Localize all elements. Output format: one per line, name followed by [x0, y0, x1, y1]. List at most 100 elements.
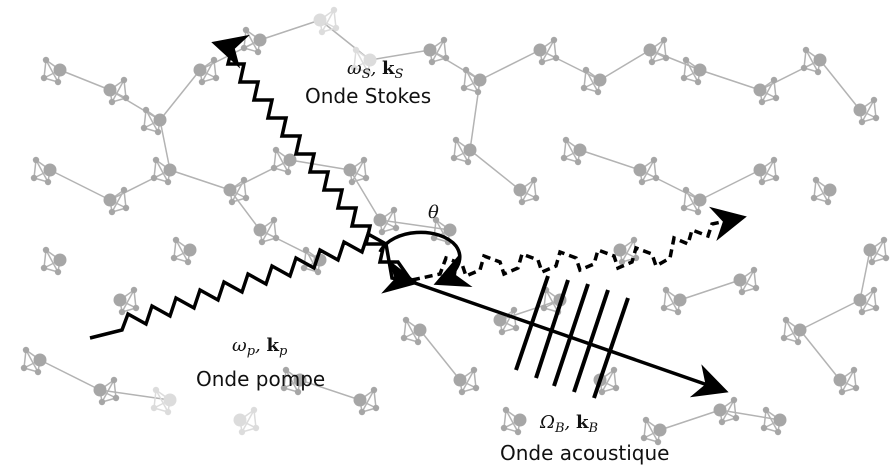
lattice-atom [22, 346, 30, 354]
lattice-atom [54, 268, 62, 276]
lattice-atom [362, 174, 370, 182]
lattice-bond [169, 169, 231, 191]
lattice-bond [859, 249, 871, 301]
lattice-atom [280, 384, 288, 392]
lattice-atom [122, 94, 130, 102]
lattice-bond [815, 179, 829, 203]
lattice-atom [103, 193, 117, 207]
lattice-atom [40, 74, 48, 82]
lattice-atom [750, 266, 758, 274]
lattice-bond [155, 389, 169, 413]
lattice-atom [242, 26, 250, 34]
acoustic-label: Onde acoustique [500, 441, 669, 465]
stokes-label: Onde Stokes [305, 84, 431, 108]
lattice-atom [452, 136, 460, 144]
lattice-atom [238, 428, 246, 436]
lattice-atom [640, 434, 648, 442]
lattice-atom [733, 273, 747, 287]
lattice-atom [360, 156, 368, 164]
lattice-atom [413, 323, 427, 337]
lattice-atom [463, 143, 477, 157]
lattice-atom [32, 156, 40, 164]
lattice-atom [108, 98, 116, 106]
lattice-bond [861, 289, 875, 313]
lattice-atom [513, 413, 527, 427]
lattice-atom [183, 243, 197, 257]
lattice-atom [193, 63, 207, 77]
lattice-atom [430, 234, 438, 242]
acoustic-symbol: ΩB, kB [539, 412, 598, 436]
lattice-atom [824, 198, 832, 206]
lattice-atom [423, 43, 437, 57]
lattice-bond [349, 169, 381, 221]
lattice-atom [552, 54, 560, 62]
lattice-bond [35, 159, 49, 183]
lattice-atom [770, 76, 778, 84]
lattice-atom [560, 154, 568, 162]
lattice-bond [45, 249, 59, 273]
lattice-atom [152, 386, 160, 394]
lattice-atom [738, 288, 746, 296]
lattice-bond [501, 309, 515, 333]
lattice-atom [464, 158, 472, 166]
lattice-atom [648, 58, 656, 66]
lattice-bond [101, 379, 115, 403]
lattice-bond [621, 239, 635, 263]
lattice-bond [541, 39, 555, 63]
lattice-bond [355, 49, 369, 73]
lattice-bond [545, 289, 559, 313]
lattice-atom [682, 56, 690, 64]
lattice-atom [813, 53, 827, 67]
lattice-atom [318, 28, 326, 36]
lattice-atom [774, 428, 782, 436]
lattice-atom [598, 388, 606, 396]
lattice-bond [579, 149, 641, 171]
lattice-bond [601, 369, 615, 393]
lattice-atom [782, 316, 790, 324]
lattice-atom [593, 73, 607, 87]
lattice-atom [370, 386, 378, 394]
lattice-atom [252, 424, 260, 432]
lattice-atom [300, 264, 308, 272]
lattice-atom [330, 6, 338, 14]
lattice-atom [772, 94, 780, 102]
lattice-atom [694, 208, 702, 216]
lattice-atom [650, 156, 658, 164]
lattice-atom [163, 393, 177, 407]
lattice-atom [654, 438, 662, 446]
pump-symbol: ωp, kp [232, 335, 288, 359]
lattice-atom [833, 373, 847, 387]
lattice-atom [530, 176, 538, 184]
lattice-bond [861, 99, 875, 123]
lattice-bond [761, 79, 775, 103]
lattice-atom [612, 384, 620, 392]
lattice-atom [353, 393, 367, 407]
lattice-atom [660, 36, 668, 44]
lattice-atom [44, 178, 52, 186]
lattice-bond [175, 239, 189, 263]
lattice-atom [870, 96, 878, 104]
lattice-atom [540, 304, 548, 312]
lattice-atom [810, 194, 818, 202]
lattice-atom [772, 174, 780, 182]
lattice-atom [110, 376, 118, 384]
lattice-atom [270, 216, 278, 224]
lattice-atom [428, 58, 436, 66]
lattice-atom [580, 84, 588, 92]
lattice-atom [780, 334, 788, 342]
lattice-bond [765, 409, 779, 433]
lattice-atom [130, 286, 138, 294]
lattice-atom [773, 413, 787, 427]
lattice-bond [245, 29, 259, 53]
lattice-atom [674, 308, 682, 316]
lattice-atom [284, 168, 292, 176]
lattice-atom [242, 194, 250, 202]
lattice-atom [373, 213, 387, 227]
lattice-bond [761, 159, 775, 183]
lattice-atom [812, 176, 820, 184]
lattice-atom [283, 153, 297, 167]
lattice-bond [679, 279, 741, 301]
lattice-atom [512, 324, 520, 332]
lattice-atom [493, 313, 507, 327]
lattice-atom [753, 83, 767, 97]
